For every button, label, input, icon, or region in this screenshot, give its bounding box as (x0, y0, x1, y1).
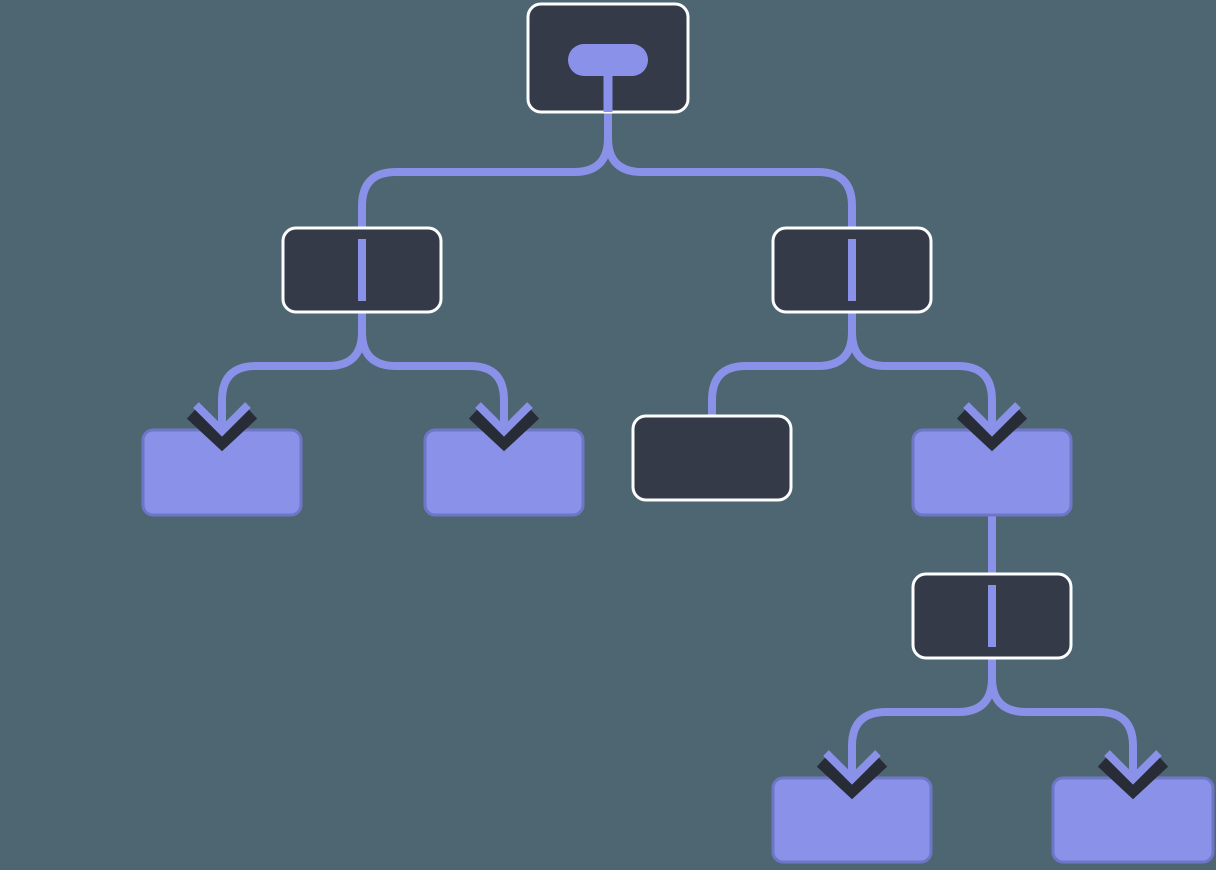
pass-through-bar-icon (358, 239, 366, 301)
arrowhead-icon (475, 402, 533, 437)
arrowhead-casing-icon (186, 405, 258, 452)
arrowhead-icon (823, 750, 881, 785)
connector-8 (988, 658, 1137, 779)
pass-through-bar-icon (988, 585, 996, 647)
root-pill-icon (568, 44, 648, 76)
pass-through-bar-icon (848, 239, 856, 301)
arrowhead-icon (1104, 750, 1162, 785)
arrowhead-casing-icon (1097, 753, 1169, 800)
arrowhead-casing-icon (468, 405, 540, 452)
connector-3 (358, 312, 508, 431)
connector-0 (358, 112, 612, 228)
arrowhead-icon (193, 402, 251, 437)
connector-4 (708, 312, 856, 416)
arrowhead-casing-icon (816, 753, 888, 800)
arrowhead-icon (963, 402, 1021, 437)
connector-1 (604, 112, 856, 228)
node-dark-plain[interactable] (631, 414, 793, 502)
arrowhead-casing-icon (956, 405, 1028, 452)
root-pill-stem-icon (603, 70, 613, 112)
connector-5 (848, 312, 996, 431)
